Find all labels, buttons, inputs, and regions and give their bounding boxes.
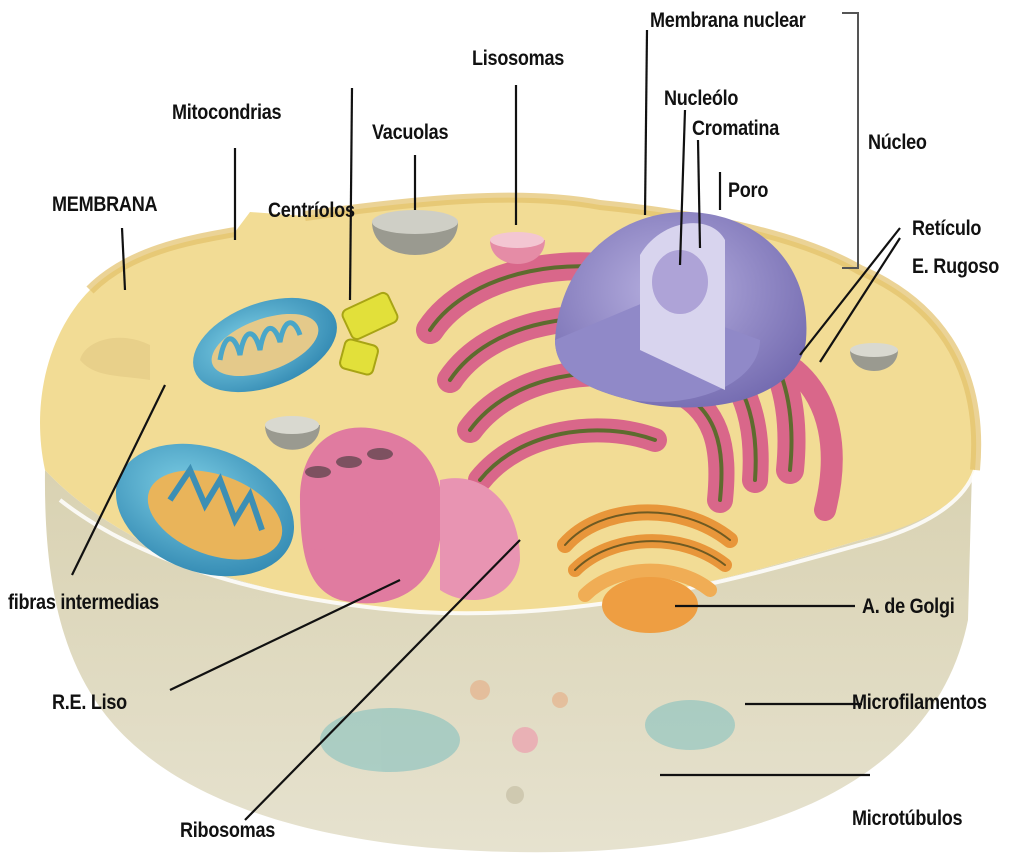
label-fibras-intermedias: fibras intermedias: [8, 592, 159, 613]
label-vacuolas: Vacuolas: [372, 122, 448, 143]
label-mitocondrias: Mitocondrias: [172, 102, 281, 123]
label-centriolos: Centríolos: [268, 200, 355, 221]
label-reticulo-rugoso-1: Retículo: [912, 218, 981, 239]
label-microtubulos: Microtúbulos: [852, 808, 962, 829]
label-lisosomas: Lisosomas: [472, 48, 564, 69]
label-cromatina: Cromatina: [692, 118, 779, 139]
label-nucleo: Núcleo: [868, 132, 927, 153]
label-membrana-nuclear: Membrana nuclear: [650, 10, 805, 31]
label-microfilamentos: Microfilamentos: [852, 692, 987, 713]
label-reticulo-rugoso-2: E. Rugoso: [912, 256, 999, 277]
nucleus-bracket: [842, 13, 858, 268]
label-golgi: A. de Golgi: [862, 596, 954, 617]
label-ribosomas: Ribosomas: [180, 820, 275, 841]
label-membrana: MEMBRANA: [52, 194, 157, 215]
label-nucleolo: Nucleólo: [664, 88, 738, 109]
label-re-liso: R.E. Liso: [52, 692, 127, 713]
label-poro: Poro: [728, 180, 768, 201]
